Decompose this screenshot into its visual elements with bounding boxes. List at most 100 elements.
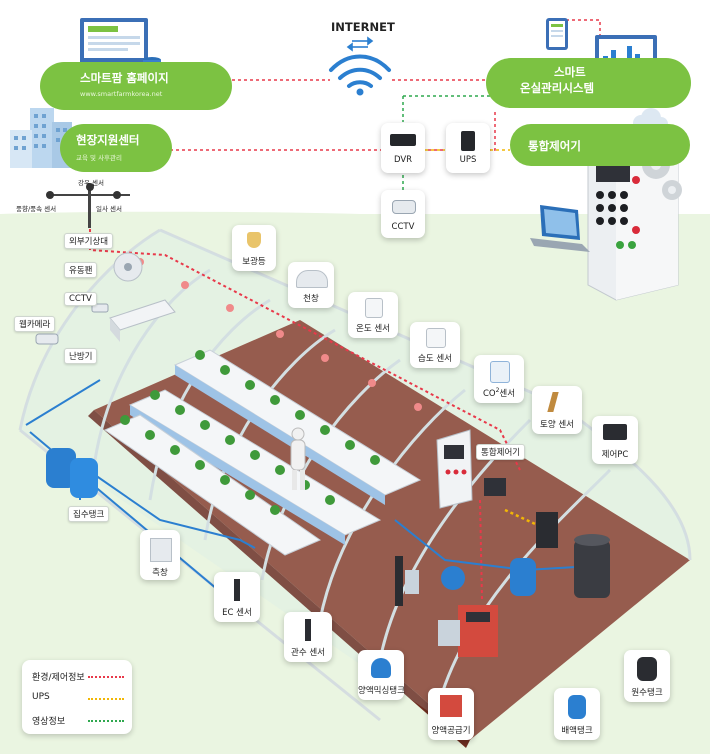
webcam-tag: 웹카메라 [14, 316, 56, 332]
soil-sensor-label: 토양 센서 [540, 420, 574, 430]
internet-title: INTERNET [331, 20, 395, 34]
soil-floor [94, 320, 690, 740]
irrigation-sensor-label: 관수 센서 [291, 648, 325, 658]
cctv-tag: CCTV [64, 292, 97, 306]
ceiling-window-card: 천창 [288, 262, 334, 308]
ups-card: UPS [446, 123, 490, 173]
wifi-icon [329, 54, 391, 88]
nutrient-supplier-label: 양액공급기 [431, 726, 471, 736]
fan-tag: 유동팬 [64, 262, 98, 278]
control-pc-card: 제어PC [592, 416, 638, 464]
legend-line-video [88, 720, 124, 722]
raw-water-tank-icon [637, 657, 657, 681]
lamp-card: 보광등 [232, 225, 276, 271]
drain-tank-card: 배액탱크 [554, 688, 600, 740]
cctv-icon [392, 200, 416, 214]
control-pc-icon [603, 424, 627, 440]
outdoor-weather-tag: 외부기상대 [64, 233, 114, 249]
nutrient-supplier-icon [440, 695, 462, 717]
support-center-subtitle: 교육 및 사후관리 [76, 154, 122, 162]
co2-sensor-label: CO2센서 [474, 387, 524, 399]
raw-water-tank-card: 원수탱크 [624, 650, 670, 702]
dvr-label: DVR [393, 155, 413, 165]
legend-label-control: 환경/제어정보 [32, 673, 85, 683]
fan-icon [113, 252, 143, 282]
co2-sensor-card: CO2센서 [474, 355, 524, 403]
humidity-sensor-card: 습도 센서 [410, 322, 460, 368]
dvr-icon [390, 134, 416, 146]
ups-icon [461, 131, 475, 151]
side-window-label: 측창 [152, 568, 168, 578]
greenhouse-system-title-1: 스마트 [554, 65, 586, 79]
co2-label-rest: 센서 [499, 389, 516, 399]
co2-label-sup: 2 [495, 387, 500, 395]
homepage-url: www.smartfarmkorea.net [80, 90, 163, 98]
rain-sensor-label: 강우 센서 [78, 179, 104, 187]
legend-label-ups: UPS [32, 692, 50, 702]
ec-sensor-label: EC 센서 [222, 608, 252, 618]
collection-tank-icon [46, 448, 98, 498]
worker-figure [290, 427, 306, 490]
ceiling-window-icon [296, 270, 328, 288]
nutrient-supplier-machine [438, 605, 498, 657]
temp-sensor-label: 온도 센서 [356, 324, 390, 334]
humidity-sensor-icon [426, 328, 446, 348]
ups-label: UPS [459, 155, 477, 165]
irrigation-sensor-icon [305, 619, 311, 641]
led-display-icon [484, 478, 506, 496]
cctv-label: CCTV [391, 222, 415, 232]
lamp-label: 보광등 [242, 257, 266, 267]
plants [120, 350, 380, 515]
indoor-control-box-icon [436, 429, 473, 509]
heater-icon [109, 299, 176, 342]
side-window-card: 측창 [140, 530, 180, 580]
integrated-control-title: 통합제어기 [528, 139, 581, 153]
soil-sensor-card: 토양 센서 [532, 386, 582, 434]
side-window-icon [150, 538, 172, 562]
ec-sensor-card: EC 센서 [214, 572, 260, 622]
cctv-card: CCTV [381, 190, 425, 238]
soil-sensor-icon [547, 392, 559, 412]
black-tank-icon [574, 534, 610, 598]
water-tank-tag: 집수탱크 [68, 506, 110, 522]
tablet-icon [546, 18, 568, 50]
cctv-camera-icon [35, 303, 109, 345]
legend-label-video: 영상정보 [32, 717, 66, 727]
drain-tank-icon [568, 695, 586, 719]
blue-tank-mid [510, 558, 536, 596]
ceiling-window-label: 천창 [303, 294, 319, 304]
planting-beds [103, 349, 422, 556]
nutrient-mix-tank-card: 양액믹싱탱크 [358, 650, 405, 700]
nutrient-supplier-card: 양액공급기 [428, 688, 474, 740]
irrigation-sensor-card: 관수 센서 [284, 612, 332, 662]
greenhouse-system-pill [486, 58, 691, 108]
temp-sensor-card: 온도 센서 [348, 292, 398, 338]
heater-tag: 난방기 [64, 348, 98, 364]
blue-tank-small [441, 566, 465, 590]
laptop-icon [530, 205, 590, 252]
homepage-title: 스마트팜 홈페이지 [80, 71, 169, 85]
wind-sensor-label: 풍향/풍속 센서 [16, 205, 57, 213]
dvr-card: DVR [381, 123, 425, 173]
integrated-control-pill [510, 124, 690, 166]
raw-water-tank-label: 원수탱크 [631, 688, 663, 698]
legend-line-control [88, 676, 124, 678]
homepage-pill [40, 62, 232, 110]
humidity-sensor-label: 습도 센서 [418, 354, 452, 364]
control-pc-label: 제어PC [601, 450, 629, 460]
support-center-pill [60, 124, 172, 172]
pc-tower-icon [536, 512, 558, 548]
solar-sensor-label: 일사 센서 [96, 205, 122, 213]
nutrient-mix-tank-icon [371, 658, 391, 678]
legend: 환경/제어정보 UPS 영상정보 [22, 660, 132, 734]
co2-label-base: CO [482, 389, 496, 399]
lamp-icon [247, 232, 261, 248]
drain-tank-label: 배액탱크 [561, 726, 593, 736]
ec-sensor-icon [234, 579, 240, 601]
support-center-title: 현장지원센터 [76, 133, 140, 147]
temp-sensor-icon [365, 298, 383, 318]
legend-line-ups [88, 698, 124, 700]
nutrient-mix-tank-label: 양액믹싱탱크 [358, 686, 405, 696]
